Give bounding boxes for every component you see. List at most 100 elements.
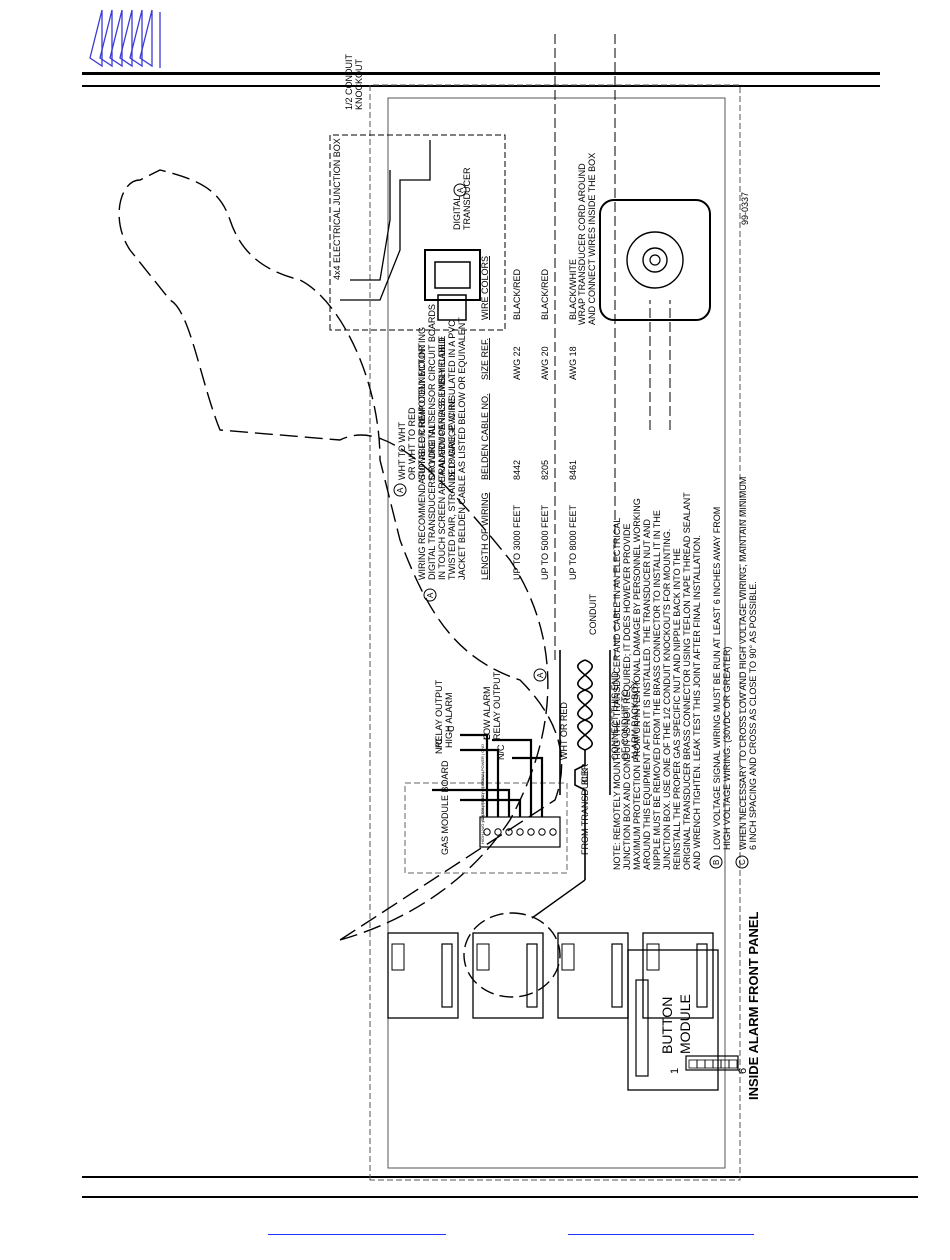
relay-c2: C: [482, 733, 492, 740]
svg-text:NIPPLE MUST BE REMOVED FROM TH: NIPPLE MUST BE REMOVED FROM THE BRASS CO…: [652, 510, 662, 870]
callout-a-circle-2: [453, 183, 467, 197]
zoom-leader: [531, 879, 586, 919]
sensor-board-1: [387, 932, 459, 1019]
svg-text:WHEN NECESSARY TO CROSS LOW AN: WHEN NECESSARY TO CROSS LOW AND HIGH VOL…: [738, 477, 748, 850]
callout-a-2: A: [456, 187, 465, 193]
note-b-marker: B: [712, 860, 721, 865]
wire-table-r2-size: AWG 20: [540, 346, 550, 380]
button-module-pin-last: 6: [737, 1068, 749, 1074]
wire-table-r3-cable: 8461: [568, 460, 578, 480]
wrap-note-1: WRAP TRANSDUCER CORD AROUND: [577, 163, 587, 325]
footer-link-left[interactable]: [268, 1234, 446, 1235]
svg-text:IN TOUCH SCREEN AREA ALARM PAN: IN TOUCH SCREEN AREA ALARM PANELS. UNSHI…: [437, 337, 447, 580]
note-main: NOTE: REMOTELY MOUNTING THE TRANSDUCER A…: [612, 492, 702, 870]
note-b: LOW VOLTAGE SIGNAL WIRING MUST BE RUN AT…: [712, 507, 732, 850]
front-panel-inner: [387, 97, 726, 1169]
svg-text:ORIGINAL TRANSDUCER BRASS CONN: ORIGINAL TRANSDUCER BRASS CONNECTOR USIN…: [682, 492, 692, 870]
svg-text:TRANSDUCER ASSEMBLY CABLE: TRANSDUCER ASSEMBLY CABLE: [437, 336, 447, 480]
wire-table-r3-size: AWG 18: [568, 346, 578, 380]
wrap-note-2: AND CONNECT WIRES INSIDE THE BOX: [587, 153, 597, 325]
svg-text:JUNCTION BOX. USE ONE OF THE 1: JUNCTION BOX. USE ONE OF THE 1/2 CONDUIT…: [662, 529, 672, 870]
svg-text:DIGITAL TRANSDUCERS TO DIGITAL: DIGITAL TRANSDUCERS TO DIGITAL SENSOR CI…: [427, 304, 437, 580]
header-rule-top: [82, 72, 880, 75]
sensor-board-2: [472, 932, 544, 1019]
footer-rule-bottom: [82, 1196, 918, 1198]
digital-transducer-label-1: DIGITAL: [452, 196, 462, 230]
connect-note-3: ALARM BACK BOX: [630, 680, 640, 760]
callout-a-circle-1: [533, 668, 547, 682]
button-module-label-top: BUTTON: [659, 997, 675, 1054]
sensor-board-4: [642, 932, 714, 1019]
svg-text:IS 18 GAUGE WIRE: IS 18 GAUGE WIRE: [447, 398, 457, 480]
note-c-marker: C: [738, 859, 747, 865]
connect-note-2: OF CONDUIT TO: [620, 689, 630, 760]
svg-text:REINSTALL THE PROPER GAS SPECI: REINSTALL THE PROPER GAS SPECIFIC NUT AN…: [672, 548, 682, 870]
footer-link-right[interactable]: [568, 1234, 754, 1235]
low-alarm-label-1: LOW ALARM: [482, 686, 492, 740]
svg-text:NOTE: REMOTELY MOUNTING THE TR: NOTE: REMOTELY MOUNTING THE TRANSDUCER A…: [612, 518, 622, 870]
svg-text:OR WHT TO RED: OR WHT TO RED: [407, 407, 417, 480]
svg-text:JACKET BELDEN CABLE AS LISTED: JACKET BELDEN CABLE AS LISTED BELOW OR E…: [457, 317, 467, 580]
svg-text:AND WRENCH TIGHTEN. LEAK TEST: AND WRENCH TIGHTEN. LEAK TEST THIS JOINT…: [692, 535, 702, 870]
svg-text:6 INCH SPACING AND CROSS AS CL: 6 INCH SPACING AND CROSS AS CLOSE TO 90°…: [748, 581, 758, 850]
wire-table-header-colors: WIRE COLORS: [480, 256, 490, 320]
callout-a-circle-3: [423, 588, 437, 602]
knockout-label-1: 1/2 CONDUIT: [344, 53, 354, 110]
header-rule-bottom: [82, 85, 880, 87]
wire-table-header-length: LENGTH OF WIRING: [480, 493, 490, 581]
sensor-board-3: [557, 932, 629, 1019]
wiring-recommendations: WIRING RECOMMENDATIONS FOR REMOTELY MOUN…: [417, 304, 467, 580]
button-module: BUTTON MODULE 1 6: [627, 949, 749, 1091]
wire-table-header-size: SIZE REF.: [480, 338, 490, 380]
button-module-pin-first: 1: [669, 1068, 681, 1074]
wire-table: LENGTH OF WIRING BELDEN CABLE NO. SIZE R…: [480, 256, 578, 580]
note-c: WHEN NECESSARY TO CROSS LOW AND HIGH VOL…: [738, 477, 758, 850]
gas-module-board: GAS MODULE BOARD HIGH | N/O | C | LOW | …: [404, 733, 568, 874]
terminal-row-1: HIGH | N/O | C | LOW | N/C | C | SIGNAL: [480, 770, 485, 844]
svg-text:HIGH VOLTAGE WIRING. (30VDC OR: HIGH VOLTAGE WIRING. (30VDC OR GREATER): [722, 646, 732, 850]
svg-text:WHT TO WHT: WHT TO WHT: [397, 422, 407, 480]
note-a-circle: [393, 483, 407, 497]
low-alarm-label-2: RELAY OUTPUT: [492, 671, 502, 740]
wire-table-r2-length: UP TO 5000 FEET: [540, 504, 550, 580]
terminal-row-2: ALARM | RELAY | SIGNAL | POWER | GND: [480, 744, 485, 822]
note-b-circle: [709, 855, 723, 869]
callout-a-3: A: [426, 592, 435, 598]
relay-c1: C: [446, 725, 456, 732]
note-c-circle: [735, 855, 749, 869]
digital-transducer-label-2: TRANSDUCER: [462, 167, 472, 230]
wire-label-blk: BLK: [580, 768, 590, 785]
wire-label-wht-red: WHT OR RED: [559, 702, 569, 760]
wrap-detail: [599, 199, 711, 430]
high-alarm-label-1: HIGH ALARM: [444, 692, 454, 748]
callout-a-1: A: [536, 672, 545, 678]
wire-table-r3-length: UP TO 8000 FEET: [568, 504, 578, 580]
figure-id: 99-0337: [740, 192, 750, 225]
note-a: WHT TO WHT OR WHT TO RED SUITABLE CRIMP …: [397, 336, 457, 480]
footer-rule-top: [82, 1176, 918, 1178]
button-module-label-bottom: MODULE: [677, 994, 693, 1054]
relay-nc2: N/C: [496, 744, 506, 760]
svg-text:WIRING RECOMMENDATIONS FOR REM: WIRING RECOMMENDATIONS FOR REMOTELY MOUN…: [417, 327, 427, 580]
connect-note-1: CONNECT THIS END: [610, 671, 620, 760]
wire-table-r2-colors: BLACK/RED: [540, 268, 550, 320]
gas-module-board-label: GAS MODULE BOARD: [440, 760, 450, 855]
relay-nc1: N/C: [434, 738, 444, 754]
knockout-label-2: KNOCKOUT: [354, 58, 364, 110]
svg-text:LOW VOLTAGE SIGNAL WIRING MUST: LOW VOLTAGE SIGNAL WIRING MUST BE RUN AT…: [712, 507, 722, 850]
wire-table-header-cable: BELDEN CABLE NO.: [480, 393, 490, 480]
parallel-lines-logo: [89, 9, 161, 68]
wire-table-r1-colors: BLACK/RED: [512, 268, 522, 320]
svg-text:AROUND THIS EQUIPMENT AFTER IT: AROUND THIS EQUIPMENT AFTER IT IS INSTAL…: [642, 519, 652, 870]
svg-text:OR WIRE NUT: OR WIRE NUT: [427, 419, 437, 480]
wire-table-r1-length: UP TO 3000 FEET: [512, 504, 522, 580]
panel-title: INSIDE ALARM FRONT PANEL: [746, 911, 761, 1100]
svg-text:JUNCTION BOX AND CONDUIT IS NO: JUNCTION BOX AND CONDUIT IS NOT REQUIRED…: [622, 523, 632, 870]
wire-table-r3-colors: BLACK/WHITE: [568, 259, 578, 320]
note-a-marker: A: [396, 487, 405, 493]
svg-text:MAXIMUM PROTECTION FROM UN-INT: MAXIMUM PROTECTION FROM UN-INTENTIONAL D…: [632, 498, 642, 870]
junction-box: [329, 134, 506, 331]
detail-boundary: [118, 169, 563, 941]
